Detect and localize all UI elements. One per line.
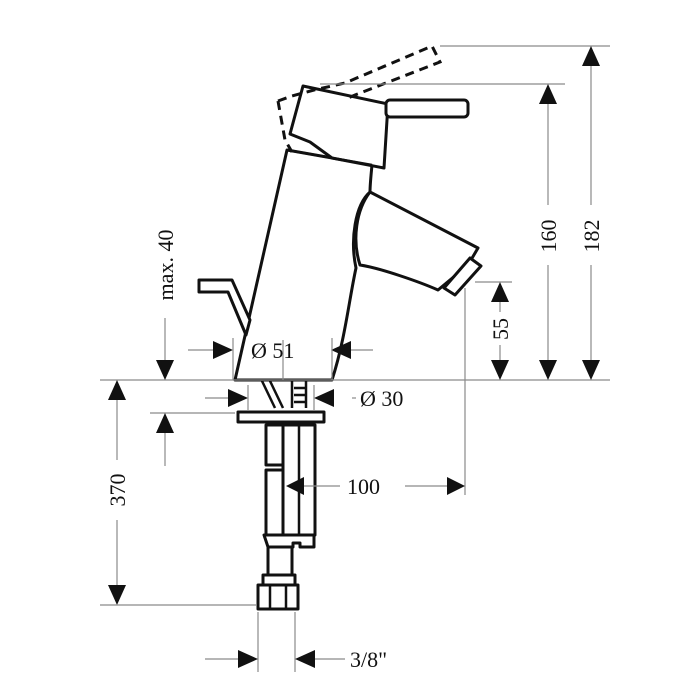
dimension-labels: 182 160 55 max. 40 370 Ø 51 Ø 30 100 3/8… — [105, 220, 604, 673]
dim-total-height: 182 — [579, 220, 604, 253]
dim-connection-length: 370 — [105, 474, 130, 507]
dim-deck-thickness: max. 40 — [153, 230, 178, 301]
dim-spout-reach: 100 — [347, 474, 380, 499]
connection-nut — [256, 583, 300, 611]
popup-waste-rod — [197, 278, 252, 337]
hose-ferrule — [262, 533, 316, 549]
dimension-lines — [100, 45, 610, 672]
faucet-body — [197, 44, 483, 382]
dim-lever-height: 160 — [536, 220, 561, 253]
threaded-shank — [260, 380, 308, 409]
dim-thread-size: 3/8" — [350, 647, 387, 672]
dim-shank-diameter: Ø 30 — [360, 386, 403, 411]
dim-base-diameter: Ø 51 — [251, 338, 294, 363]
spout — [354, 190, 480, 292]
mixer-body — [233, 148, 374, 382]
hose-neck — [266, 545, 294, 579]
aerator — [442, 256, 483, 297]
fixing-bolt-lower — [264, 468, 285, 537]
lever-handle — [384, 98, 470, 119]
cap-ring — [286, 148, 373, 167]
fixing-bolt-left — [264, 423, 286, 467]
lever-raised-position — [276, 44, 443, 153]
shank-threads — [294, 386, 305, 404]
mounting-plate — [236, 410, 326, 424]
dim-spout-height: 55 — [488, 318, 513, 340]
mounting-assembly — [236, 380, 326, 611]
